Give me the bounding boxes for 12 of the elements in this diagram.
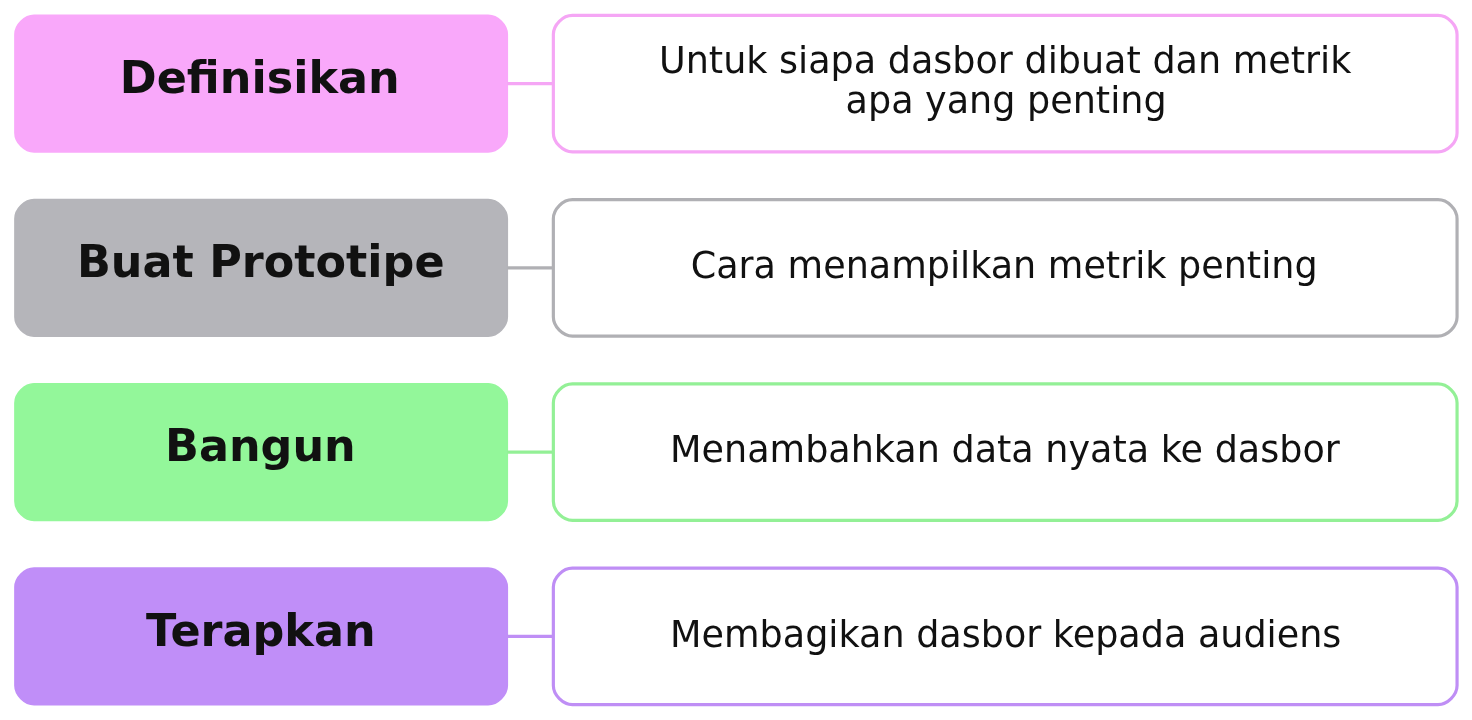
node-box: Bangun	[14, 383, 509, 522]
connector	[507, 82, 554, 86]
node-box: Membagikan dasbor kepada audiens	[551, 566, 1459, 707]
node-box: Untuk siapa dasbor dibuat dan metrik apa yang penting	[551, 13, 1459, 154]
node-box: Buat Prototipe	[14, 198, 509, 337]
connector	[507, 450, 554, 454]
node-box: Menambahkan data nyata ke dasbor	[551, 382, 1459, 522]
node-box: Terapkan	[14, 567, 509, 706]
node-box: Cara menampilkan metrik penting	[551, 198, 1459, 338]
node-box: Definisikan	[14, 14, 509, 153]
connector	[507, 634, 554, 638]
connector	[507, 266, 554, 270]
